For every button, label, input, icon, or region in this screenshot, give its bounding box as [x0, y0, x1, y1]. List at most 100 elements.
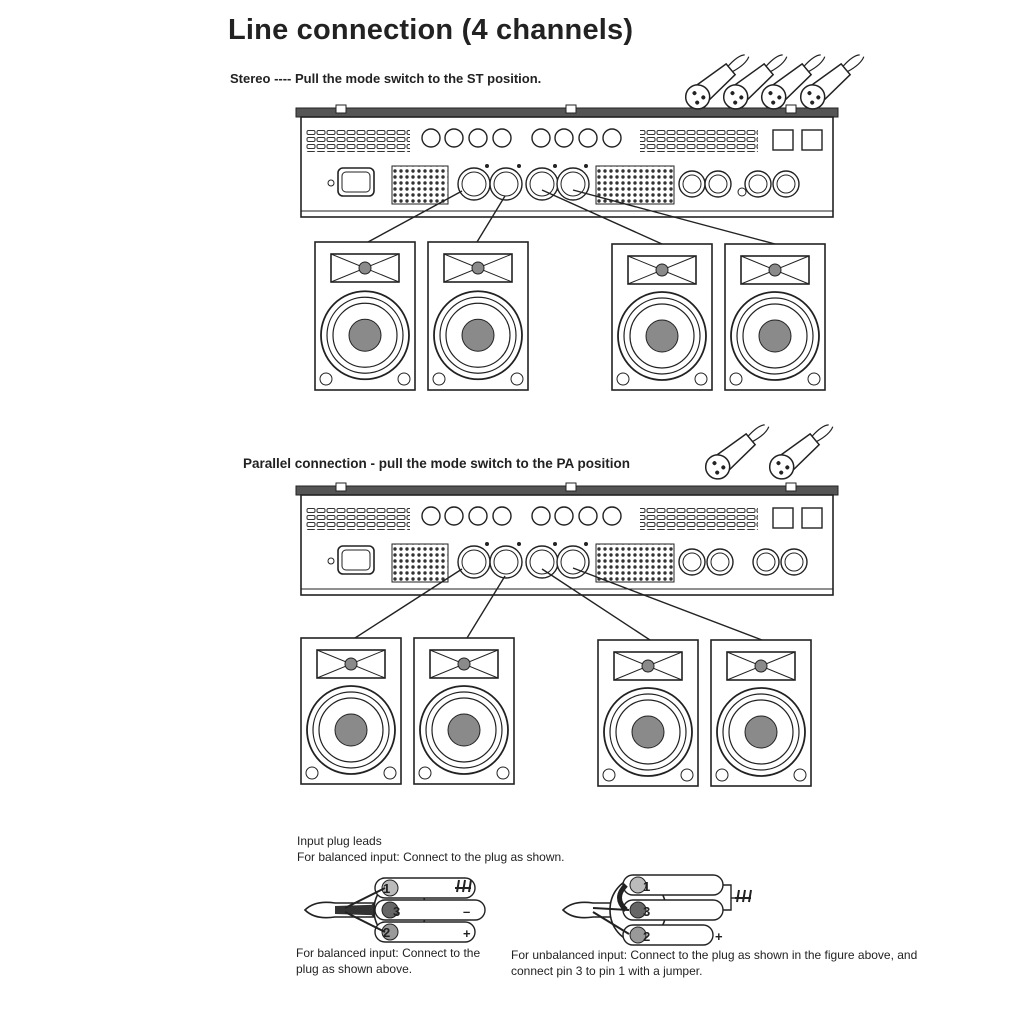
speakon-output-ring: [529, 171, 555, 197]
speaker-cabinet-icon: [597, 639, 699, 787]
plug-pin: [712, 461, 717, 466]
stereo-amplifier: [295, 104, 839, 218]
woofer-dustcap: [744, 715, 778, 749]
speakon-output-ring: [560, 549, 586, 575]
xlr-input-jack-ring: [756, 552, 776, 572]
balanced-plus-label: +: [463, 926, 471, 941]
output-screw: [584, 164, 588, 168]
speakon-output: [556, 545, 590, 579]
gain-knob: [602, 506, 622, 526]
plug-pin: [733, 100, 738, 105]
speaker-group: [300, 241, 826, 787]
plug-pin: [816, 95, 821, 100]
plug-cable: [747, 424, 770, 443]
balanced-minus-label: –: [463, 904, 470, 919]
speaker-cabinet-icon: [300, 637, 402, 785]
balanced-pin-2-label: 2: [383, 925, 390, 940]
woofer-dustcap: [758, 319, 792, 353]
plug-pin: [771, 100, 776, 105]
input-plug-leads-subtitle: For balanced input: Connect to the plug …: [297, 850, 565, 864]
power-inlet-inner: [341, 171, 371, 193]
bass-port-right: [510, 372, 524, 386]
grille-right: [595, 165, 675, 205]
gain-knob: [468, 506, 488, 526]
xlr-plug-icon: [704, 424, 770, 480]
power-inlet-inner: [341, 549, 371, 571]
output-screw: [517, 164, 521, 168]
unbalanced-plug-diagram: 1 3 2 +: [561, 874, 752, 946]
plug-pin: [777, 95, 782, 100]
xlr-plug-icon: [760, 54, 826, 110]
plug-pin: [807, 91, 812, 96]
stereo-caption: Stereo ---- Pull the mode switch to the …: [230, 71, 542, 86]
bass-port-left: [432, 372, 446, 386]
plug-pin: [785, 465, 790, 470]
rack-ear-hole: [785, 104, 797, 114]
bass-port-right: [496, 766, 510, 780]
grille-right: [595, 543, 675, 583]
amplifier-icon: [295, 482, 839, 596]
page-title: Line connection (4 channels): [228, 14, 634, 46]
gain-knob: [602, 128, 622, 148]
output-screw: [553, 164, 557, 168]
unbalanced-pin-1-label: 1: [643, 879, 650, 894]
plug-pin: [701, 95, 706, 100]
plug-pin: [695, 100, 700, 105]
mode-switch: [772, 507, 794, 529]
tweeter-center: [358, 261, 372, 275]
vent-left: [306, 508, 410, 530]
xlr-input-jack-ring: [682, 174, 702, 194]
bass-port-left: [305, 766, 319, 780]
xlr-input-jack-ring: [708, 174, 728, 194]
bass-port-right: [694, 372, 708, 386]
plug-pin: [721, 465, 726, 470]
xlr-plug-icon: [799, 54, 865, 110]
ground-symbol-icon: [735, 889, 752, 903]
speakon-output-ring: [529, 549, 555, 575]
gain-knob: [444, 506, 464, 526]
plug-pin: [715, 470, 720, 475]
bass-port-left: [616, 372, 630, 386]
speaker-cabinet-icon: [724, 243, 826, 391]
xlr-input-jack-ring: [748, 174, 768, 194]
woofer-dustcap: [631, 715, 665, 749]
speaker-cabinet-icon: [427, 241, 529, 391]
xlr-input-jack-ring: [710, 552, 730, 572]
xlr-input-jack-ring: [682, 552, 702, 572]
jumper-hole: [737, 187, 747, 197]
gain-knob: [468, 128, 488, 148]
unbalanced-pin-3-label: 3: [643, 904, 650, 919]
plug-cable: [727, 54, 750, 73]
plug-cable: [842, 54, 865, 73]
balanced-pin-3-label: 3: [393, 904, 400, 919]
xlr-input-plugs: [684, 54, 865, 480]
gain-knob: [492, 128, 512, 148]
gain-knob: [444, 128, 464, 148]
plug-pin: [730, 91, 735, 96]
speakon-output: [457, 545, 491, 579]
gain-knob: [578, 128, 598, 148]
bass-port-left: [602, 768, 616, 782]
plug-pin: [810, 100, 815, 105]
bass-port-right: [680, 768, 694, 782]
speakon-output-ring: [461, 171, 487, 197]
plug-face: [704, 454, 731, 480]
mode-switch: [772, 129, 794, 151]
tweeter-center: [754, 659, 768, 673]
output-screw: [584, 542, 588, 546]
bass-port-right: [793, 768, 807, 782]
plug-pin: [768, 91, 773, 96]
rack-ear-hole: [785, 482, 797, 492]
ground-symbol-icon: [455, 879, 472, 893]
balanced-plug-diagram: 1 3 2 – +: [303, 877, 486, 943]
tweeter-center: [641, 659, 655, 673]
woofer-dustcap: [461, 318, 495, 352]
xlr-input-jack-ring: [784, 552, 804, 572]
speaker-wires: [354, 189, 776, 641]
speaker-wire: [572, 189, 776, 245]
bass-port-right: [397, 372, 411, 386]
unbalanced-input-caption: For unbalanced input: Connect to the plu…: [511, 948, 918, 978]
bass-port-left: [319, 372, 333, 386]
